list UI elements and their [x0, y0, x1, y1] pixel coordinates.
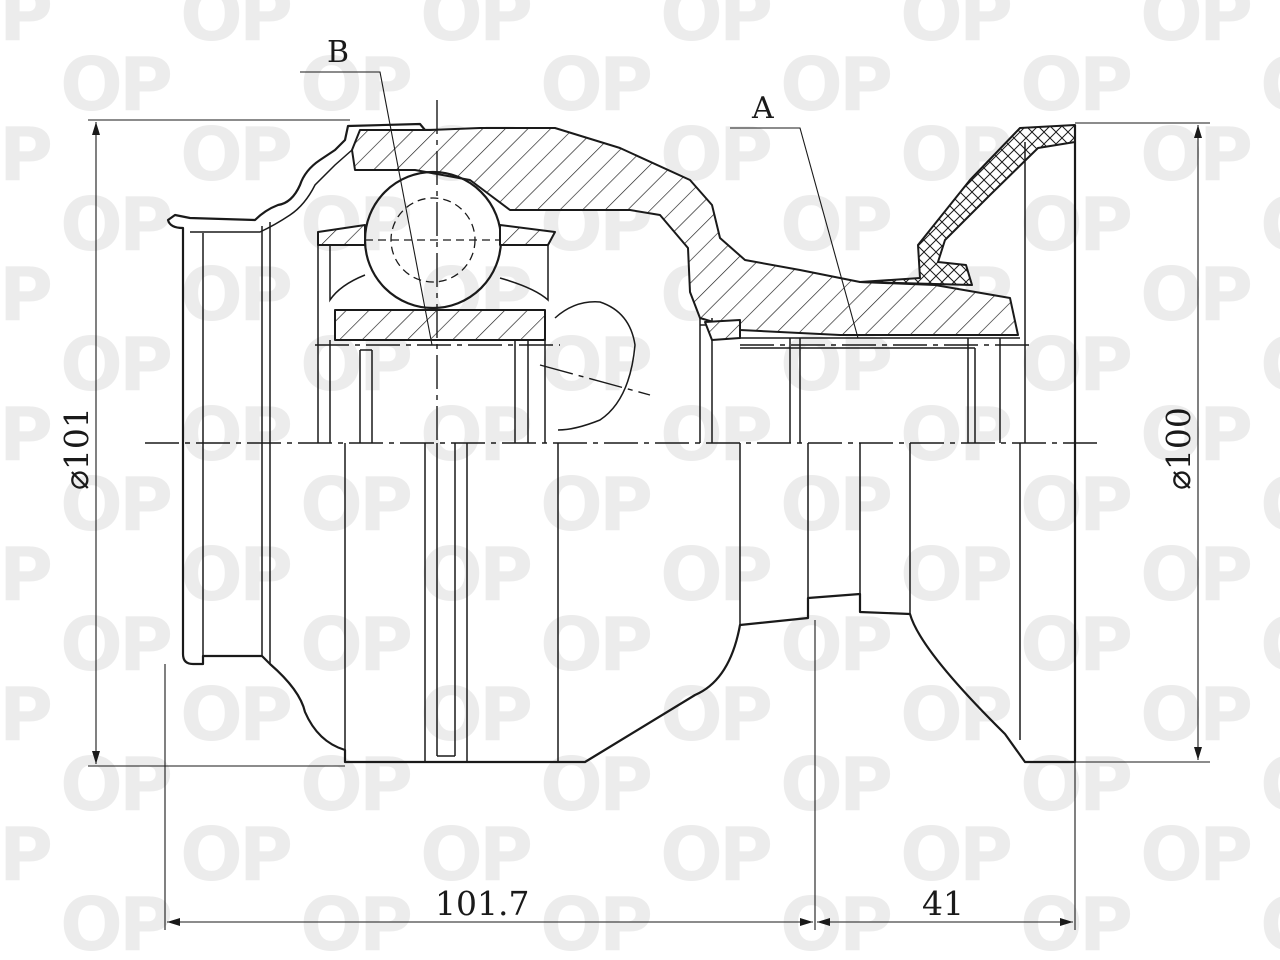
watermark-logo: OP: [60, 602, 171, 688]
watermark-logo: OP: [60, 322, 171, 408]
callout-a: A: [730, 91, 859, 339]
watermark-logo: OP: [1020, 462, 1131, 548]
dimension-diameter-left: ⌀101: [57, 119, 350, 767]
watermark-logo: OP: [0, 0, 51, 58]
watermark-logo: OP: [180, 252, 291, 338]
dimension-overall-length: 101.7: [164, 620, 816, 930]
flange-section: [859, 124, 1076, 286]
watermark-logo: OP: [540, 462, 651, 548]
watermark-logo: OP: [420, 532, 531, 618]
watermark-logo: OP: [780, 462, 891, 548]
watermark-logo: OP: [1260, 742, 1280, 828]
watermark-logo: OP: [780, 182, 891, 268]
watermark-logo: OP: [300, 882, 411, 960]
watermark-logo: OP: [780, 602, 891, 688]
watermark-logo: OP: [0, 392, 51, 478]
watermark-logo: OP: [300, 182, 411, 268]
watermark-logo: OP: [1260, 322, 1280, 408]
watermark-logo: OP: [1260, 462, 1280, 548]
watermark-logo: OP: [300, 742, 411, 828]
watermark-logo: OP: [180, 392, 291, 478]
callout-b-label: B: [327, 35, 349, 70]
watermark-logo: OP: [780, 742, 891, 828]
watermark-logo: OP: [780, 882, 891, 960]
watermark-logo: OP: [1020, 322, 1131, 408]
watermark-logo: OP: [1140, 532, 1251, 618]
watermark-logo: OP: [0, 812, 51, 898]
watermark-logo: OP: [1260, 602, 1280, 688]
watermark-logo: OP: [1140, 672, 1251, 758]
diameter-right-label: ⌀100: [1159, 407, 1198, 490]
callout-b: B: [300, 35, 433, 346]
watermark-logo: OP: [300, 42, 411, 128]
watermark-logo: OP: [300, 462, 411, 548]
dimension-flange-length: 41: [817, 762, 1076, 930]
boot-outline: [166, 122, 440, 443]
watermark-logo: OP: [1140, 252, 1251, 338]
watermark-logo: OP: [60, 42, 171, 128]
overall-length-label: 101.7: [435, 884, 529, 923]
watermark-logo: OP: [180, 532, 291, 618]
watermark-logo: OP: [1020, 42, 1131, 128]
watermark-logo: OP: [1140, 112, 1251, 198]
watermark-logo: OP: [420, 392, 531, 478]
watermark-logo: OP: [540, 42, 651, 128]
watermark-logo: OP: [180, 112, 291, 198]
watermark-logo: OP: [1260, 882, 1280, 960]
watermark-logo: OP: [60, 182, 171, 268]
watermark-logo: OP: [300, 602, 411, 688]
watermark-logo: OP: [900, 812, 1011, 898]
watermark-logo: OP: [0, 252, 51, 338]
watermark-logo: OP: [540, 882, 651, 960]
watermark-logo: OP: [1260, 42, 1280, 128]
watermark-logo: OP: [420, 672, 531, 758]
watermark-logo: OP: [180, 812, 291, 898]
watermark-logo: OP: [780, 322, 891, 408]
watermark-logo: OP: [0, 112, 51, 198]
watermark-logo: OP: [660, 532, 771, 618]
watermark-logo: OP: [660, 392, 771, 478]
watermark-logo: OP: [420, 0, 531, 58]
watermark-logo: OP: [900, 0, 1011, 58]
watermark-logo: OP: [1260, 182, 1280, 268]
watermark-logo: OP: [180, 672, 291, 758]
ball-cage: [317, 170, 636, 443]
watermark-logo: OP: [1140, 0, 1251, 58]
cv-joint-drawing: [145, 100, 1100, 764]
watermark-logo: OP: [540, 602, 651, 688]
watermark-logo: OP: [660, 812, 771, 898]
watermark-logo: OP: [780, 42, 891, 128]
watermark-logo: OP: [1140, 812, 1251, 898]
watermark-logo: OP: [60, 882, 171, 960]
watermark-logo: OP: [60, 742, 171, 828]
watermark-logo: OP: [900, 532, 1011, 618]
watermark-logo: OP: [180, 0, 291, 58]
watermark-logo: OP: [420, 812, 531, 898]
watermark-logo: OP: [900, 392, 1011, 478]
watermark-logo: OP: [60, 462, 171, 548]
watermark-logo: OP: [0, 672, 51, 758]
watermark-logo: OP: [660, 0, 771, 58]
lower-silhouette: [181, 443, 1077, 764]
diameter-left-label: ⌀101: [57, 407, 96, 490]
watermark-logo: OP: [900, 672, 1011, 758]
housing-section: [351, 127, 1019, 336]
watermark-logo: OP: [540, 322, 651, 408]
lower-section-lines: [202, 443, 1021, 762]
watermark-logo: OP: [660, 672, 771, 758]
flange-length-label: 41: [922, 884, 964, 923]
callout-a-label: A: [751, 91, 774, 126]
dimension-diameter-right: ⌀100: [1075, 122, 1210, 763]
watermark-logo: OP: [0, 532, 51, 618]
watermark-logo: OP: [1020, 182, 1131, 268]
watermark-logo: OP: [1020, 742, 1131, 828]
watermark-logo: OP: [540, 742, 651, 828]
watermark-logo: OP: [1020, 602, 1131, 688]
